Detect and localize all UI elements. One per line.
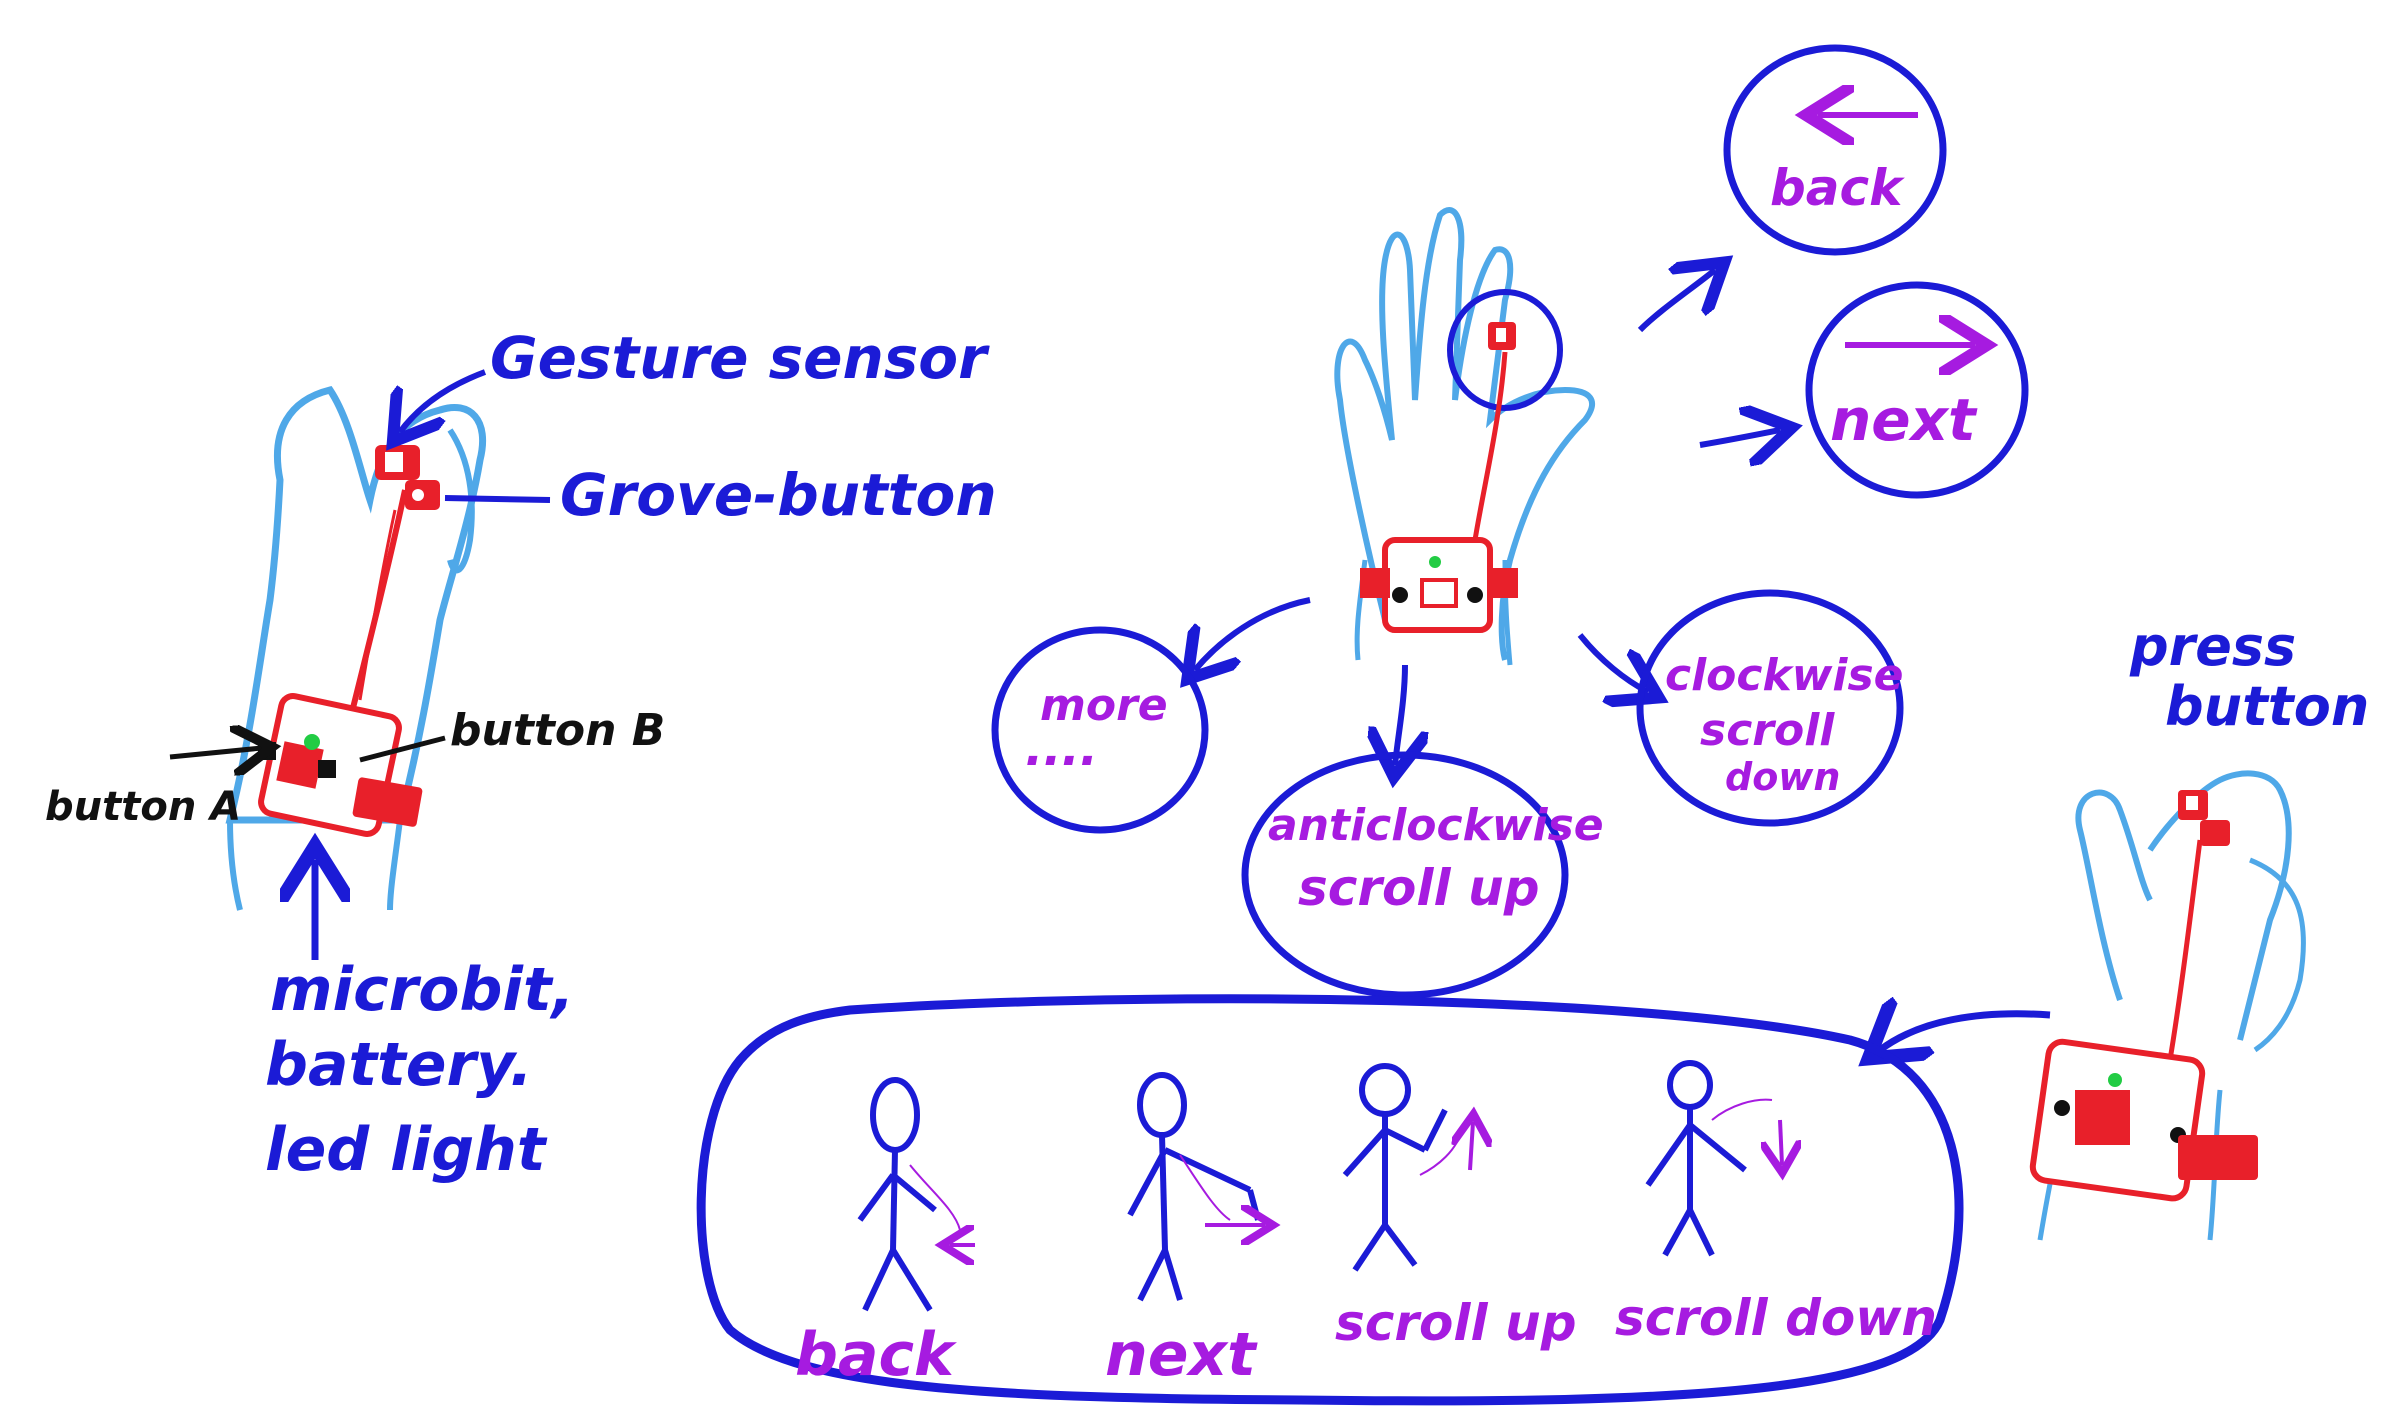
gesture-label-back: back	[795, 1320, 957, 1390]
option-clockwise-bubble	[1636, 589, 1904, 827]
right-hand-figure: press button	[1880, 615, 2369, 1241]
option-clockwise-line-2: scroll	[1700, 705, 1835, 756]
option-next-label: next	[1830, 386, 1978, 454]
option-back-label: back	[1770, 159, 1905, 217]
gesture-figure-next	[1127, 1072, 1261, 1302]
button-b-label: button B	[450, 705, 665, 756]
button-label: button	[2165, 675, 2369, 738]
option-more-bubble	[991, 626, 1209, 834]
option-back-bubble	[1723, 44, 1947, 256]
option-anticlockwise-line-2: scroll up	[1298, 859, 1539, 917]
device-label-line-1: microbit,	[270, 955, 574, 1025]
left-hand-figure: Gesture sensor Grove-button button A but…	[45, 324, 997, 1185]
gesture-sensor-label: Gesture sensor	[490, 324, 990, 392]
left-cable	[347, 489, 408, 721]
button-a-label: button A	[45, 784, 241, 830]
device-label-line-2: battery.	[265, 1030, 532, 1100]
center-hand-outline	[1334, 207, 1596, 661]
left-device	[258, 693, 423, 837]
gesture-figure-scroll-up	[1342, 1063, 1461, 1272]
right-device	[2029, 1038, 2258, 1202]
gesture-figure-scroll-down	[1645, 1060, 1773, 1257]
gesture-label-scroll-down: scroll down	[1615, 1289, 1937, 1347]
option-next-bubble	[1805, 281, 2029, 499]
press-button-arrow	[1880, 1014, 2051, 1050]
gesture-label-next: next	[1105, 1320, 1258, 1390]
center-finger-highlight	[1447, 289, 1563, 411]
gesture-label-scroll-up: scroll up	[1335, 1294, 1576, 1352]
gesture-panel-outline	[696, 994, 1964, 1406]
option-anticlockwise-bubble	[1241, 751, 1569, 999]
press-label: press	[2129, 615, 2296, 678]
center-hand-figure: back next more .... clockwise scroll dow…	[991, 44, 2029, 999]
option-clockwise-line-3: down	[1725, 755, 1840, 799]
gesture-panel: back next scroll up scroll down	[696, 994, 1964, 1406]
gesture-figure-back	[857, 1077, 961, 1312]
device-label-line-3: led light	[265, 1115, 548, 1185]
option-more-label: more	[1040, 680, 1168, 731]
option-clockwise-line-1: clockwise	[1665, 650, 1904, 701]
option-more-dots: ....	[1025, 721, 1098, 777]
center-device	[1360, 537, 1518, 633]
option-anticlockwise-line-1: anticlockwise	[1268, 800, 1604, 851]
grove-button-label: Grove-button	[560, 461, 997, 529]
